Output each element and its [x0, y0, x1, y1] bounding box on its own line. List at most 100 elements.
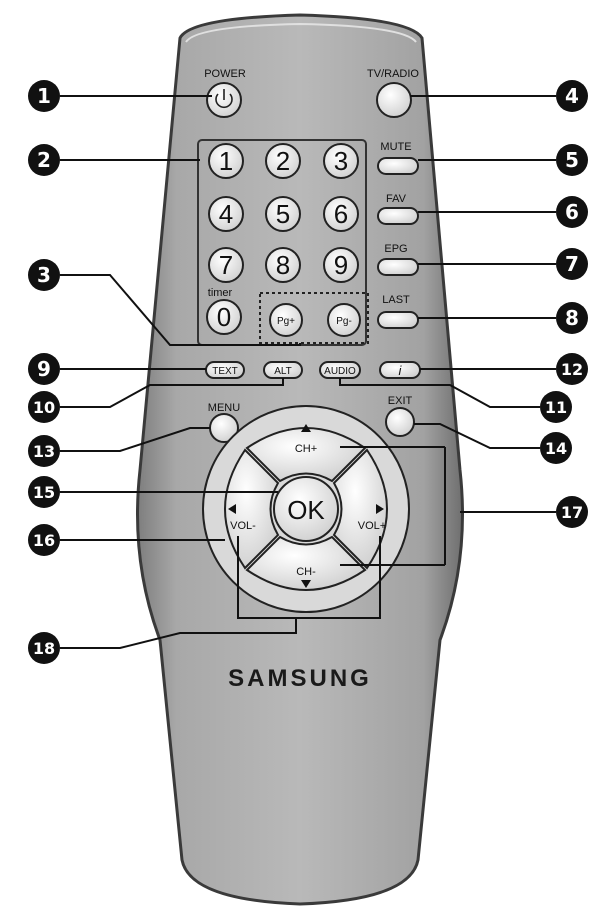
- callout-7-number: 7: [565, 252, 579, 276]
- callout-9: 9: [28, 353, 60, 385]
- remote-top-edge: [185, 22, 417, 43]
- callout-13: 13: [28, 435, 60, 467]
- callout-5-number: 5: [565, 148, 579, 172]
- digit-3-label: 3: [334, 146, 348, 176]
- digit-8-button[interactable]: 8: [265, 247, 301, 283]
- callout-9-number: 9: [37, 357, 51, 381]
- info-button[interactable]: i: [379, 361, 421, 379]
- arrow-left-icon: [228, 504, 236, 514]
- digit-6-label: 6: [334, 199, 348, 229]
- arrow-right-icon: [376, 504, 384, 514]
- digit-4-label: 4: [219, 199, 233, 229]
- arrow-down-icon: [301, 580, 311, 588]
- text-button[interactable]: TEXT: [205, 361, 245, 379]
- digit-2-label: 2: [276, 146, 290, 176]
- alt-button[interactable]: ALT: [263, 361, 303, 379]
- directional-pad: OK CH+ CH- VOL- VOL+: [202, 405, 410, 613]
- menu-label: MENU: [208, 402, 240, 414]
- callout-14-number: 14: [545, 439, 567, 458]
- digit-5-button[interactable]: 5: [265, 196, 301, 232]
- callout-8-number: 8: [565, 306, 579, 330]
- arrow-up-icon: [301, 424, 311, 432]
- exit-label: EXIT: [388, 395, 413, 407]
- callout-12-number: 12: [561, 360, 583, 379]
- exit-button[interactable]: [385, 407, 415, 437]
- audio-button[interactable]: AUDIO: [319, 361, 361, 379]
- callout-1-number: 1: [37, 84, 51, 108]
- callout-6-number: 6: [565, 200, 579, 224]
- mute-label: MUTE: [380, 141, 411, 153]
- power-label: POWER: [204, 68, 246, 80]
- channel-up-label: CH+: [295, 443, 317, 455]
- callout-14: 14: [540, 432, 572, 464]
- callout-18: 18: [28, 632, 60, 664]
- volume-up-label: VOL+: [358, 520, 386, 532]
- callout-18-number: 18: [33, 639, 55, 658]
- digit-0-label: 0: [217, 302, 231, 332]
- volume-up-button[interactable]: [332, 448, 388, 570]
- channel-down-button[interactable]: [245, 535, 367, 591]
- callout-17-number: 17: [561, 503, 583, 522]
- digit-6-button[interactable]: 6: [323, 196, 359, 232]
- page-up-label: Pg+: [277, 316, 295, 327]
- callout-7: 7: [556, 248, 588, 280]
- callout-2: 2: [28, 144, 60, 176]
- digit-4-button[interactable]: 4: [208, 196, 244, 232]
- last-label: LAST: [382, 294, 410, 306]
- digit-8-label: 8: [276, 250, 290, 280]
- mute-button[interactable]: [377, 157, 419, 175]
- number-pad: 1 2 3 4 5 6 7 8 9 0: [206, 143, 359, 335]
- digit-7-button[interactable]: 7: [208, 247, 244, 283]
- digit-2-button[interactable]: 2: [265, 143, 301, 179]
- digit-9-button[interactable]: 9: [323, 247, 359, 283]
- epg-label: EPG: [384, 243, 407, 255]
- channel-down-label: CH-: [296, 566, 316, 578]
- tv-radio-button[interactable]: [376, 82, 412, 118]
- power-icon: [215, 89, 233, 109]
- fav-label: FAV: [386, 193, 407, 205]
- fav-button[interactable]: [377, 207, 419, 225]
- ok-label: OK: [287, 495, 325, 525]
- ok-button[interactable]: [273, 476, 339, 542]
- page-buttons-frame: [259, 292, 369, 344]
- brand-logo: SAMSUNG: [228, 665, 372, 692]
- callout-13-number: 13: [33, 442, 55, 461]
- text-button-label: TEXT: [212, 366, 238, 377]
- callout-12: 12: [556, 353, 588, 385]
- digit-1-button[interactable]: 1: [208, 143, 244, 179]
- volume-down-label: VOL-: [230, 520, 256, 532]
- callout-3-number: 3: [37, 263, 51, 287]
- callout-16-number: 16: [33, 531, 55, 550]
- callout-6: 6: [556, 196, 588, 228]
- power-button[interactable]: [206, 82, 242, 118]
- audio-button-label: AUDIO: [324, 366, 356, 377]
- digit-0-button[interactable]: 0: [206, 299, 242, 335]
- callout-1: 1: [28, 80, 60, 112]
- page-up-button[interactable]: Pg+: [269, 303, 303, 337]
- callout-2-number: 2: [37, 148, 51, 172]
- page-down-label: Pg-: [336, 316, 352, 327]
- callout-11: 11: [540, 391, 572, 423]
- digit-1-label: 1: [219, 146, 233, 176]
- callout-3: 3: [28, 259, 60, 291]
- alt-button-label: ALT: [274, 366, 292, 377]
- callout-15-number: 15: [33, 483, 55, 502]
- callout-17: 17: [556, 496, 588, 528]
- callout-10: 10: [28, 391, 60, 423]
- last-button[interactable]: [377, 311, 419, 329]
- callout-4-number: 4: [565, 84, 579, 108]
- callout-16: 16: [28, 524, 60, 556]
- digit-5-label: 5: [276, 199, 290, 229]
- info-icon: i: [399, 363, 403, 378]
- digit-3-button[interactable]: 3: [323, 143, 359, 179]
- callout-11-number: 11: [545, 398, 567, 417]
- epg-button[interactable]: [377, 258, 419, 276]
- page-down-button[interactable]: Pg-: [327, 303, 361, 337]
- tv-radio-label: TV/RADIO: [367, 68, 419, 80]
- callout-5: 5: [556, 144, 588, 176]
- leader-lines: [60, 95, 556, 649]
- callout-10-number: 10: [33, 398, 55, 417]
- callout-15: 15: [28, 476, 60, 508]
